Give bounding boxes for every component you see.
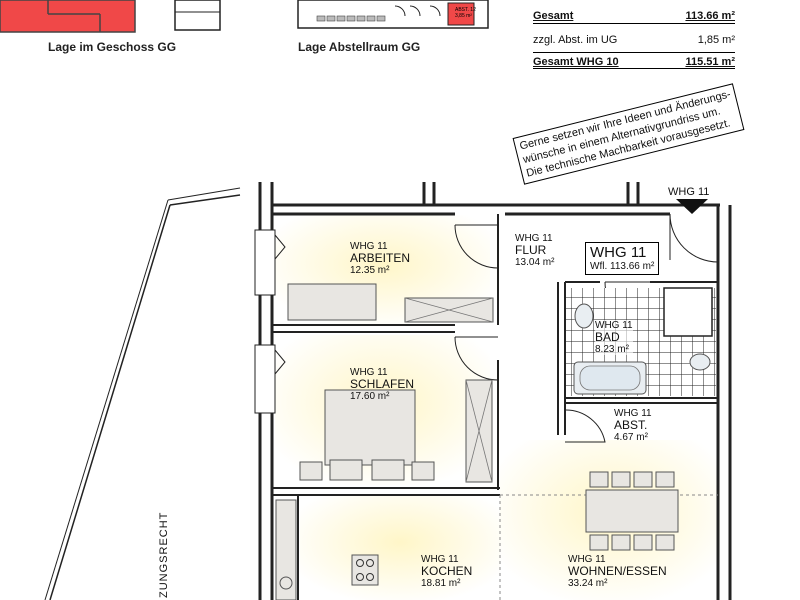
storage-tag-b: 3,85 m² bbox=[455, 13, 472, 19]
door-arbeiten bbox=[454, 224, 499, 269]
unit-title: WHG 11 bbox=[590, 244, 647, 261]
room-label-kochen: WHG 11 KOCHEN 18.81 m² bbox=[421, 554, 473, 589]
floor-thumbnail bbox=[0, 0, 221, 33]
storage-thumbnail bbox=[297, 0, 489, 29]
area-row-grand-total: Gesamt WHG 10 115.51 m² bbox=[533, 52, 735, 69]
door-schlafen bbox=[454, 336, 499, 381]
unit-title-box: WHG 11 Wfl. 113.66 m² bbox=[585, 242, 660, 275]
unit-living-area: Wfl. 113.66 m² bbox=[590, 261, 655, 272]
floor-position-caption: Lage im Geschoss GG bbox=[48, 40, 177, 54]
room-label-wohnen: WHG 11 WOHNEN/ESSEN 33.24 m² bbox=[568, 554, 667, 589]
area-row-total: Gesamt 113.66 m² bbox=[533, 10, 735, 24]
stove bbox=[351, 554, 379, 586]
shower bbox=[663, 287, 713, 337]
room-label-flur: WHG 11 FLUR 13.04 m² bbox=[515, 233, 555, 268]
entrance-arrow bbox=[676, 199, 708, 214]
storage-tag-a: ABST. 12 bbox=[455, 7, 476, 13]
entrance-label: WHG 11 bbox=[668, 186, 710, 198]
sink bbox=[689, 353, 711, 371]
bed bbox=[324, 389, 416, 466]
terrace-boundary bbox=[169, 194, 241, 206]
window-arbeiten bbox=[254, 229, 276, 296]
kitchen-counter bbox=[275, 499, 297, 600]
side-rights-text: ZUNGSRECHT bbox=[158, 511, 170, 598]
area-row-storage: zzgl. Abst. im UG 1,85 m² bbox=[533, 34, 735, 46]
area-table: Gesamt 113.66 m² zzgl. Abst. im UG 1,85 … bbox=[533, 10, 735, 69]
toilet bbox=[574, 303, 594, 329]
room-label-bad: WHG 11 BAD 8.23 m² bbox=[595, 320, 633, 355]
door-entrance bbox=[669, 213, 719, 263]
room-label-abst: WHG 11 ABST. 4.67 m² bbox=[614, 408, 652, 443]
room-fill-kochen bbox=[300, 495, 500, 600]
desk bbox=[287, 283, 377, 321]
storage-position-caption: Lage Abstellraum GG bbox=[298, 40, 421, 54]
room-label-schlafen: WHG 11 SCHLAFEN 17.60 m² bbox=[350, 367, 415, 402]
dining-table bbox=[585, 489, 679, 533]
window-schlafen bbox=[254, 344, 276, 414]
door-abst bbox=[564, 409, 606, 443]
room-label-arbeiten: WHG 11 ARBEITEN 12.35 m² bbox=[350, 241, 411, 276]
highlighted-unit bbox=[0, 0, 135, 32]
